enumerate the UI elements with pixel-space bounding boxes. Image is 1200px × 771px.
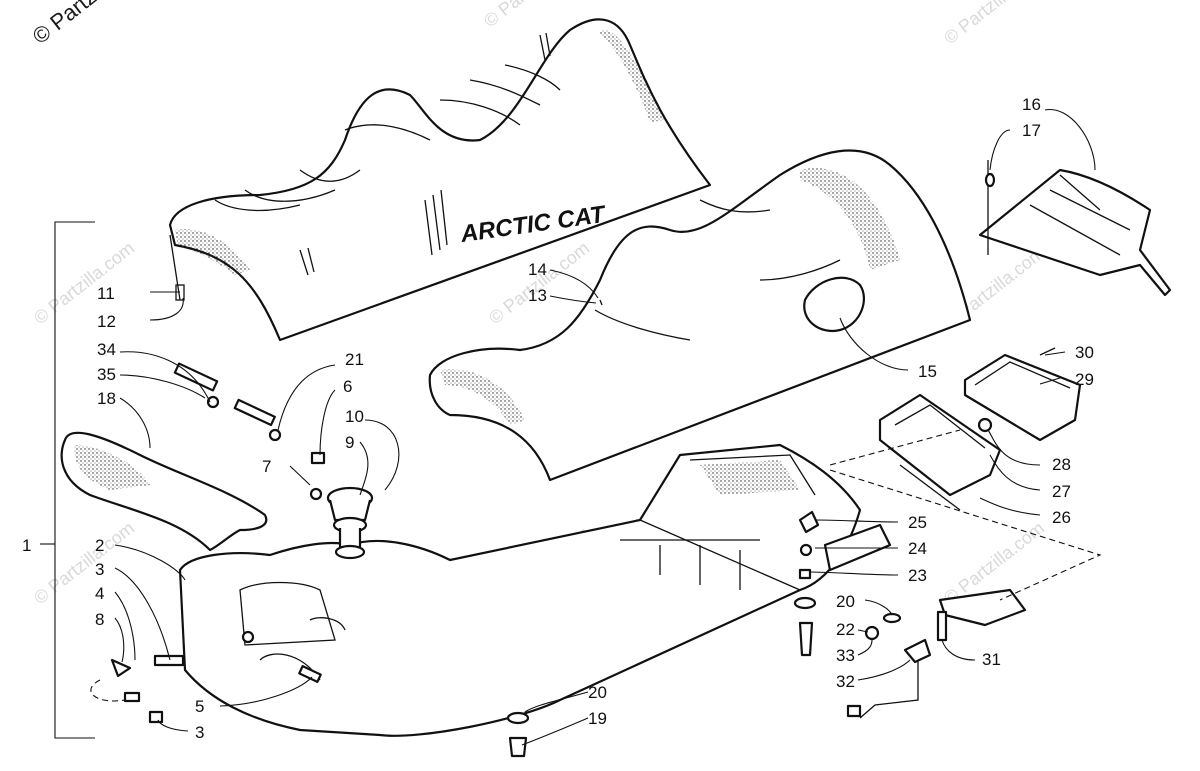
callout-21: 21: [345, 350, 364, 369]
callout-13: 13: [528, 286, 547, 305]
callout-6: 6: [343, 377, 352, 396]
callout-17: 17: [1022, 121, 1041, 140]
callout-26: 26: [1052, 508, 1071, 527]
callout-35: 35: [97, 365, 116, 384]
wiring-lines: [90, 429, 1102, 702]
callout-16: 16: [1022, 95, 1041, 114]
seat-foam: [428, 149, 972, 482]
callout-15: 15: [918, 362, 937, 381]
callout-9: 9: [345, 433, 354, 452]
callout-30: 30: [1075, 343, 1094, 362]
hardware: [110, 362, 1027, 758]
taillight-assembly: [878, 347, 1082, 511]
side-panel: [60, 431, 268, 552]
callout-3-lower: 3: [195, 723, 204, 742]
callout-31: 31: [982, 650, 1001, 669]
callout-18: 18: [97, 389, 116, 408]
callout-20-right: 20: [836, 592, 855, 611]
callout-1: 1: [22, 536, 31, 555]
callout-34: 34: [97, 340, 116, 359]
seat-base: [178, 443, 862, 737]
callout-29: 29: [1075, 370, 1094, 389]
callout-22: 22: [836, 620, 855, 639]
callout-25: 25: [908, 513, 927, 532]
callout-33: 33: [836, 646, 855, 665]
callout-3: 3: [95, 560, 104, 579]
watermark-text: © Partzilla.com: [480, 0, 588, 31]
callout-12: 12: [97, 312, 116, 331]
callout-24: 24: [908, 539, 927, 558]
corner-watermark: © Partzilla.com: [28, 0, 160, 49]
callout-23: 23: [908, 566, 927, 585]
callouts: 1 2 3 4 8 5 3 11 12 34 35 18 21 6 10 9 7…: [22, 95, 1094, 742]
watermark-text: © Partzilla.com: [30, 238, 138, 328]
callout-20-bottom: 20: [588, 683, 607, 702]
callout-5: 5: [195, 697, 204, 716]
callout-19: 19: [588, 709, 607, 728]
callout-4: 4: [95, 584, 104, 603]
watermark-text: © Partzilla.com: [940, 0, 1048, 48]
callout-14: 14: [528, 260, 547, 279]
callout-28: 28: [1052, 455, 1071, 474]
callout-7: 7: [262, 457, 271, 476]
callout-11: 11: [97, 284, 115, 303]
storage-tray: [978, 160, 1172, 297]
callout-2: 2: [95, 536, 104, 555]
callout-8: 8: [95, 610, 104, 629]
callout-32: 32: [836, 672, 855, 691]
watermark-text: © Partzilla.com: [30, 518, 138, 608]
leader-lines: [114, 109, 1096, 746]
callout-27: 27: [1052, 482, 1071, 501]
group-bracket: [40, 221, 95, 739]
callout-10: 10: [345, 407, 364, 426]
